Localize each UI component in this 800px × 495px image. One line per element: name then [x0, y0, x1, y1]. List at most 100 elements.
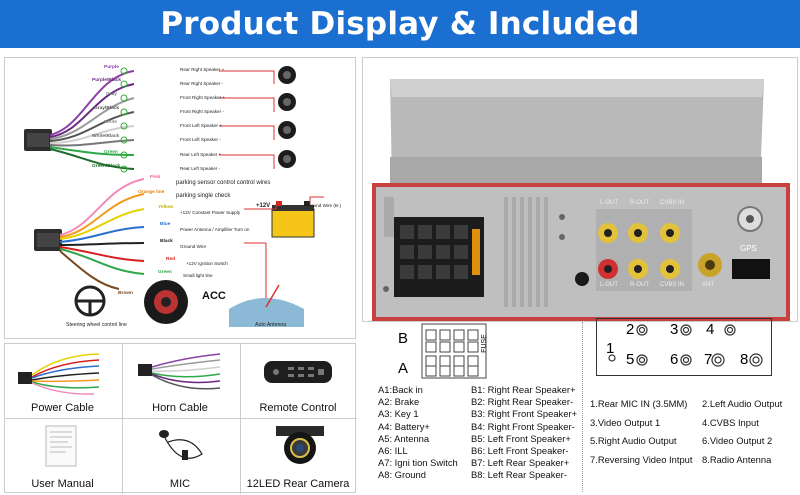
- title-banner: Product Display & Included: [0, 0, 800, 48]
- speaker-color-label: Green/Black: [92, 164, 120, 169]
- rca-jacks: [598, 223, 680, 279]
- power-label: Ground Wire: [180, 244, 207, 249]
- rear-panel-frame: [362, 57, 798, 322]
- legend-item: 7.Reversing Video Intput: [590, 454, 693, 465]
- battery-icon: [271, 201, 315, 238]
- power-label: parking single check: [176, 193, 231, 199]
- legend-item: 3.Video Output 1: [590, 417, 661, 428]
- remote-control-icon: [264, 361, 332, 383]
- wiring-diagram-panel: [4, 57, 356, 339]
- connector-a-label: A: [398, 360, 409, 377]
- a-pin: A1:Back in: [378, 384, 423, 395]
- connector-b-label: B: [398, 330, 409, 347]
- power-color-label: Yellow: [158, 205, 173, 210]
- b-pin: B5: Left Front Speaker+: [471, 432, 571, 444]
- speaker-label: Rear Left Speaker -: [180, 166, 221, 171]
- speaker-color-label: Gray/Black: [94, 106, 120, 111]
- legend-item: 4.CVBS Input: [702, 417, 759, 428]
- speaker-color-label: Purple: [104, 65, 119, 70]
- user-manual-icon: [45, 425, 77, 467]
- power-label: Power Antenna / Amplifier Turn on: [180, 227, 250, 232]
- jack-label: CVBS IN: [660, 200, 685, 206]
- a-pin: A6: ILL: [378, 445, 408, 457]
- a-pin-list: A1:Back in A2: Brake A3: Key 1 A4: Batte…: [378, 384, 458, 482]
- horn-cable-icon: [138, 353, 221, 390]
- output-number: 1: [606, 340, 615, 357]
- output-number: 6: [670, 351, 679, 368]
- mic-icon: [159, 430, 203, 460]
- b-pin: B3: Right Front Speaker+: [471, 408, 578, 420]
- output-number: 3: [670, 321, 679, 338]
- a-pin: A5: Antenna: [378, 432, 430, 444]
- b-pin-list: B1: Right Rear Speaker+ B2: Right Rear S…: [471, 384, 577, 482]
- power-connector-icon: [34, 229, 62, 251]
- outputs-diagram: [608, 324, 763, 367]
- b-pin: B1: Right Rear Speaker+: [471, 384, 576, 395]
- ground-wire-label: Ground Wire (B-): [306, 203, 341, 208]
- speaker-label: Rear Right Speaker -: [180, 81, 224, 86]
- output-number: 7: [704, 351, 713, 368]
- b-pin: B4: Right Front Speaker-: [471, 420, 575, 432]
- a-pin: A2: Brake: [378, 396, 420, 408]
- auto-antenna-label: Auto Antenna: [255, 322, 287, 328]
- ant-label: ANT: [702, 282, 714, 288]
- speaker-icons: [278, 66, 296, 168]
- a-pin: A8: Ground: [378, 469, 426, 481]
- speaker-label: Front Right Speaker -: [180, 109, 224, 114]
- fuse-label: FUSE: [480, 334, 488, 353]
- power-color-label: Pink: [150, 175, 161, 180]
- outputs-diagram-frame: [596, 318, 772, 376]
- legend-item: 5.Right Audio Output: [590, 435, 677, 446]
- output-number: 5: [626, 351, 635, 368]
- accessory-caption: 12LED Rear Camera: [246, 478, 350, 490]
- b-pin: B6: Left Front Speaker-: [471, 445, 569, 457]
- speaker-label: Rear Right Speaker +: [180, 67, 225, 72]
- steering-wheel-label: Steering wheel control line: [66, 322, 127, 328]
- power-color-label: Orange line: [138, 190, 165, 195]
- auto-antenna-icon: [229, 284, 304, 327]
- power-cable-icon: [18, 353, 100, 395]
- speaker-color-label: Green: [104, 150, 118, 155]
- accessories-grid: [4, 343, 357, 494]
- divider: [582, 322, 583, 492]
- accessory-caption: MIC: [169, 478, 191, 490]
- connector-diagram: [421, 323, 487, 379]
- jack-label: CVBS IN: [660, 282, 685, 288]
- speaker-label: Front Right Speaker +: [180, 95, 226, 100]
- jack-label: L-OUT: [600, 282, 618, 288]
- a-pin: A4: Battery+: [378, 420, 430, 432]
- accessory-caption: User Manual: [31, 478, 94, 490]
- a-pin: A7: Igni tion Switch: [378, 457, 458, 469]
- b-pin: B8: Left Rear Speaker-: [471, 469, 567, 481]
- jack-label: R-OUT: [630, 200, 649, 206]
- legend-item: 2.Left Audio Output: [702, 398, 783, 409]
- power-label: parking sensor control control wires: [176, 180, 271, 186]
- output-number: 8: [740, 351, 749, 368]
- rear-camera-icon: [276, 426, 324, 464]
- b-pin: B2: Right Rear Speaker-: [471, 396, 574, 408]
- output-number: 4: [706, 321, 715, 338]
- banner-title: Product Display & Included: [160, 6, 640, 42]
- speaker-label: Rear Left Speaker +: [180, 152, 222, 157]
- legend-item: 1.Rear MIC IN (3.5MM): [590, 398, 688, 409]
- power-color-label: Blue: [160, 222, 171, 227]
- power-color-label: Black: [160, 239, 173, 244]
- power-color-label: Red: [166, 257, 176, 262]
- power-color-label: Green: [158, 270, 172, 275]
- power-label: Small light line: [183, 273, 213, 278]
- power-label: +12V Ignition Switch: [186, 261, 228, 266]
- power-label: +12V Constant Power Supply: [180, 210, 241, 215]
- accessory-caption: Horn Cable: [152, 402, 208, 414]
- speaker-label: Front Left Speaker +: [180, 123, 223, 128]
- speaker-color-label: Gray: [106, 92, 117, 97]
- accessory-caption: Remote Control: [259, 402, 337, 414]
- b-pin: B7: Left Rear Speaker+: [471, 457, 570, 469]
- gps-label: GPS: [740, 244, 757, 253]
- legend-item: 6.Video Output 2: [702, 435, 773, 446]
- wiring-diagram: [24, 66, 324, 327]
- mic-jack: [575, 272, 589, 286]
- speaker-connector-icon: [24, 129, 52, 151]
- acc-label: ACC: [202, 290, 226, 302]
- radio-rear-panel: [372, 79, 790, 321]
- jack-label: L-OUT: [600, 200, 618, 206]
